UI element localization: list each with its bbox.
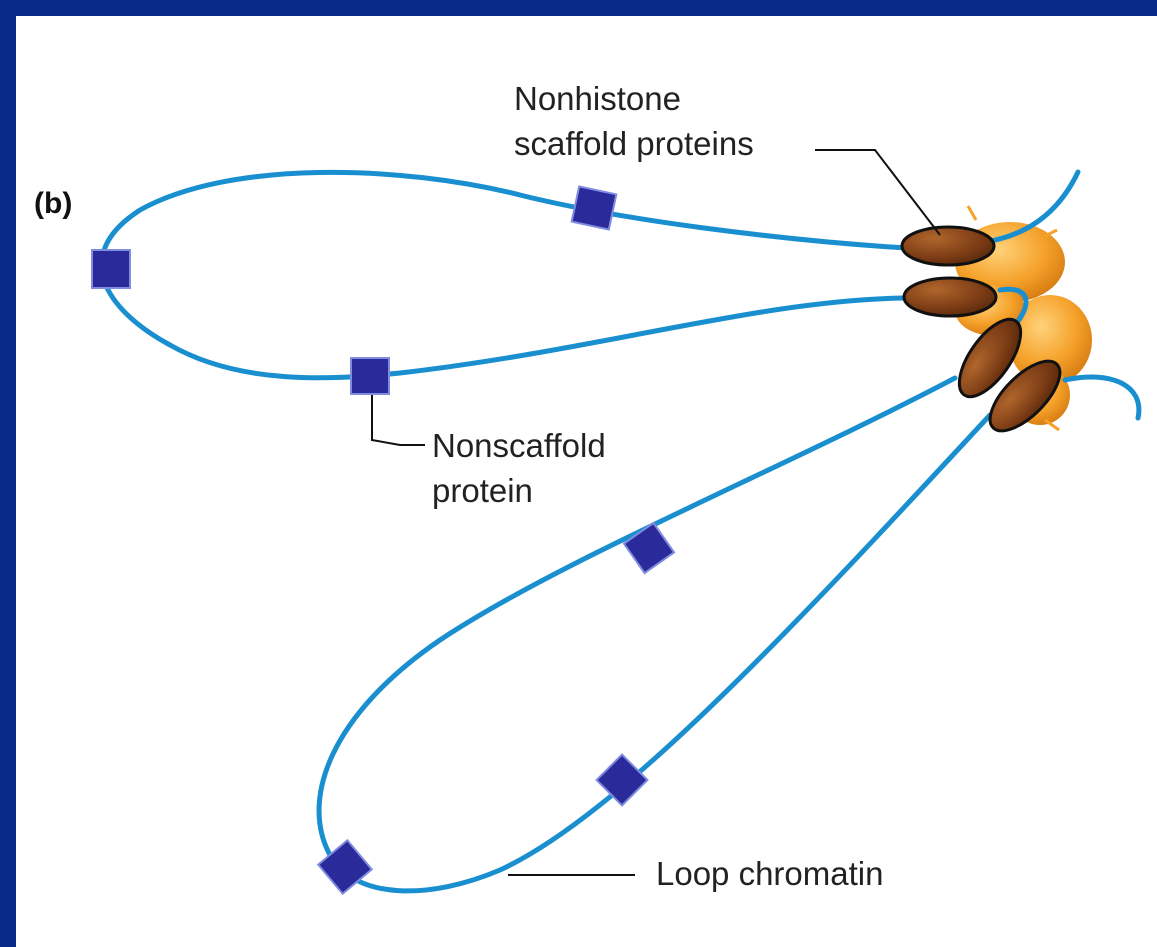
nonscaffold-protein [351, 358, 389, 394]
scaffold-label-line2: scaffold proteins [514, 125, 754, 162]
loop-chromatin-label: Loop chromatin [656, 855, 883, 892]
nonscaffold-protein [92, 250, 130, 288]
nonscaffold-protein [624, 523, 674, 573]
leader-lines [372, 150, 940, 875]
nonscaffold-protein [572, 186, 617, 229]
nonscaffold-label-line2: protein [432, 472, 533, 509]
scaffold-protein [904, 278, 996, 316]
scaffold-protein [902, 227, 994, 265]
nonscaffold-protein [597, 755, 648, 806]
panel-label: (b) [34, 187, 72, 220]
nonscaffold-label-line1: Nonscaffold [432, 427, 606, 464]
scaffold-label-line1: Nonhistone [514, 80, 681, 117]
nonscaffold-proteins [92, 186, 674, 893]
